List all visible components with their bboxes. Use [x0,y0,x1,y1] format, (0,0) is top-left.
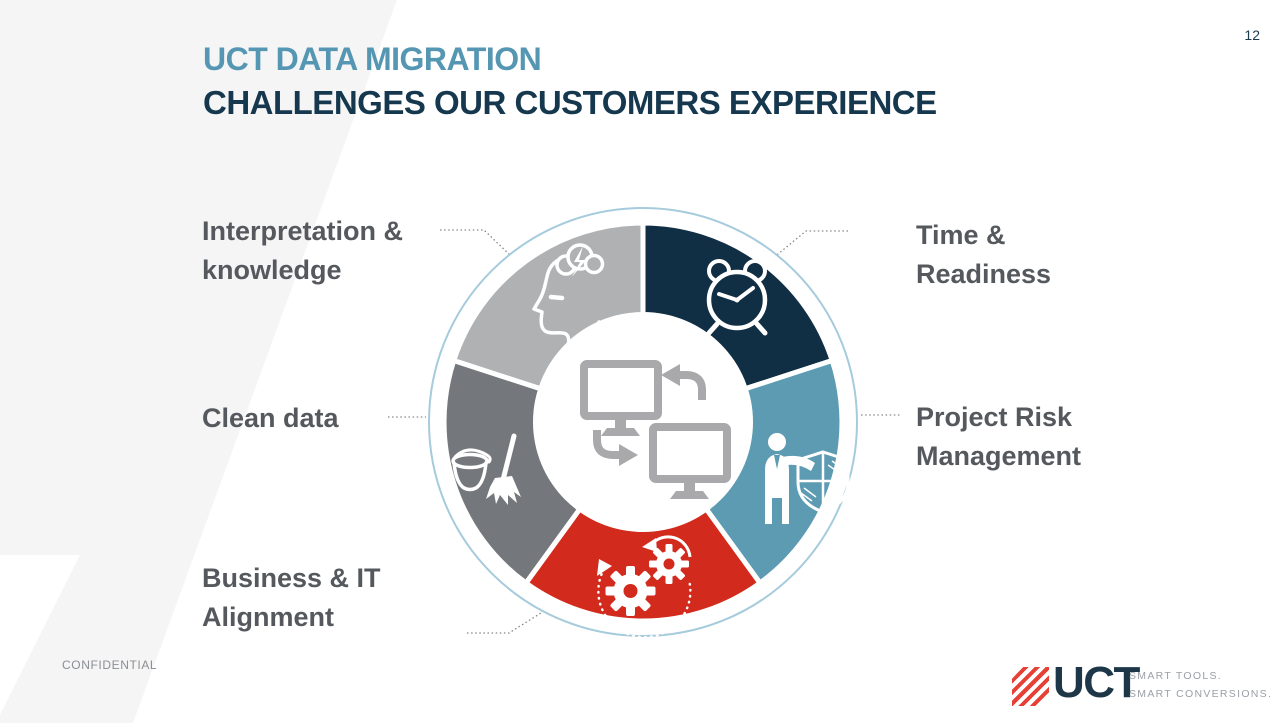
tagline-line: SMART TOOLS. [1129,670,1223,682]
label-line: Clean data [202,403,339,433]
label-project-risk-management: Project Risk Management [916,398,1081,476]
label-interpretation-knowledge: Interpretation & knowledge [202,212,403,290]
label-line: Project Risk [916,402,1073,432]
label-line: Time & [916,220,1006,250]
connector-time-readiness [771,230,848,260]
uct-logo-tagline: SMART TOOLS. SMART CONVERSIONS. [1129,668,1272,703]
tagline-line: SMART CONVERSIONS. [1129,687,1273,700]
connector-interpretation [440,229,514,259]
label-line: Business & IT [202,563,381,593]
bucket-broom-icon [451,433,521,505]
data-sync-monitors-icon [580,360,731,499]
background-wedge [0,0,397,723]
label-clean-data: Clean data [202,399,339,438]
label-line: Management [916,441,1082,471]
label-business-it-alignment: Business & IT Alignment [202,559,381,637]
page-number: 12 [1244,27,1260,43]
gears-icon [597,535,692,639]
wheel-center-hub [533,312,753,532]
label-line: Readiness [916,259,1052,289]
label-time-readiness: Time & Readiness [916,216,1051,294]
slide-eyebrow-title: UCT DATA MIGRATION [203,41,542,77]
alarm-clock-icon [706,259,768,336]
background-corner-highlight [0,555,80,715]
title-block: UCT DATA MIGRATION CHALLENGES OUR CUSTOM… [203,37,937,125]
label-line: Alignment [202,602,334,632]
uct-logo-mark-icon [1012,667,1049,706]
confidential-note: CONFIDENTIAL [62,658,158,672]
label-line: knowledge [202,255,342,285]
slide-main-title: CHALLENGES OUR CUSTOMERS EXPERIENCE [203,84,937,121]
person-shield-icon [765,433,850,524]
connector-business-it [467,607,550,634]
connector-lines [388,229,901,634]
uct-logo-text: UCT [1053,658,1140,707]
label-line: Interpretation & [202,216,404,246]
